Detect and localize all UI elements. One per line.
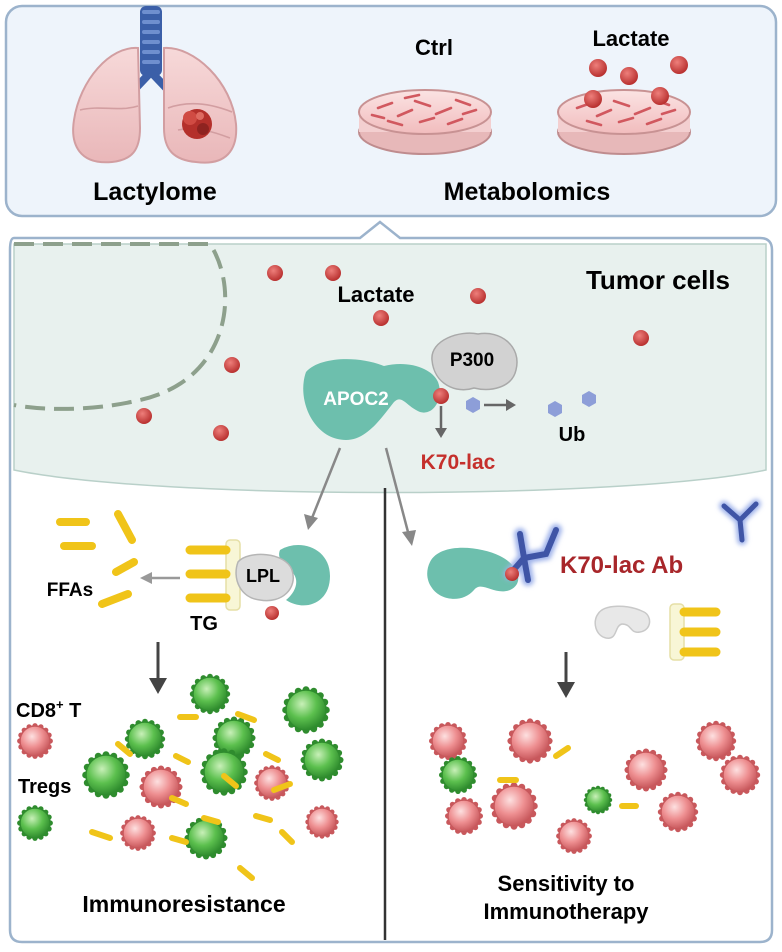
k70-lac-label: K70-lac <box>421 451 496 474</box>
tregs-label: Tregs <box>18 776 71 798</box>
treg-cell <box>120 815 156 851</box>
free-lpl-icon <box>594 605 651 639</box>
immune-cells-left <box>17 673 344 860</box>
k70-lac-ab-label: K70-lac Ab <box>560 552 683 579</box>
sensitivity-label-line2: Immunotherapy <box>483 899 649 924</box>
cd8-t-cell <box>17 805 53 841</box>
p300-label: P300 <box>450 350 494 371</box>
branch-arrows <box>304 447 416 546</box>
lactate-molecules <box>136 265 649 441</box>
treg-cell <box>695 720 737 762</box>
lactylome-label: Lactylome <box>93 178 217 206</box>
down-arrow-left <box>149 642 167 694</box>
apoc2-label: APOC2 <box>323 389 388 410</box>
ffa-fragments-right <box>497 745 639 809</box>
cd8-t-cell <box>583 785 613 815</box>
k70-arrow <box>435 406 447 438</box>
tg-label: TG <box>190 613 218 635</box>
treg-cell <box>507 718 553 764</box>
treg-cell <box>429 722 467 760</box>
cd8-t-cell <box>439 756 477 794</box>
immunoresistance-label: Immunoresistance <box>82 891 285 917</box>
lactate-label: Lactate <box>337 282 414 307</box>
ub-label: Ub <box>559 424 586 446</box>
left-panel: FFAs TG LPL CD8+ T Tregs <box>16 510 344 917</box>
cd8-t-cell <box>189 673 231 715</box>
tumor-cells-title: Tumor cells <box>586 265 730 295</box>
cd8-t-cell <box>184 816 228 860</box>
top-panel: Lactylome Ctrl <box>4 4 778 218</box>
ub-arrow <box>466 397 516 413</box>
cd8-t-cell <box>282 686 330 734</box>
lung-icon <box>72 6 238 164</box>
sensitivity-label-line1: Sensitivity to <box>498 871 635 896</box>
metabolomics-label: Metabolomics <box>444 178 611 206</box>
cd8-t-cell <box>300 738 344 782</box>
ffa-arrow <box>140 572 180 584</box>
treg-cell <box>719 754 761 796</box>
ub-icons <box>548 391 596 417</box>
ffa-fragments-left <box>89 711 295 881</box>
cd8-t-cell <box>200 748 248 796</box>
lpl-protein: LPL <box>235 545 330 620</box>
lactate-molecules-top <box>584 56 688 108</box>
treg-cell <box>657 791 699 833</box>
lactate-dish-label: Lactate <box>592 26 669 51</box>
ffa-molecules <box>56 510 138 608</box>
lactyl-group <box>433 388 449 404</box>
tg-lipid <box>185 539 241 611</box>
lpl-label: LPL <box>246 566 280 586</box>
ffas-label: FFAs <box>47 580 93 601</box>
down-arrow-right <box>557 652 575 698</box>
free-tg-icon <box>669 603 721 661</box>
treg-cell <box>17 723 53 759</box>
cd8-label: CD8+ T <box>16 697 81 722</box>
tumor-cell-panel: Tumor cells Lactate APOC2 P300 <box>136 265 730 546</box>
free-antibody-icon <box>719 499 761 545</box>
treg-cell <box>445 797 483 835</box>
tumor-icon <box>182 109 212 139</box>
immune-cells-right <box>429 718 761 854</box>
treg-cell <box>305 805 339 839</box>
cd8-t-cell <box>124 718 166 760</box>
p300-protein: P300 <box>431 332 518 391</box>
cd8-t-cell <box>82 751 130 799</box>
lactate-dish-icon <box>557 89 691 155</box>
treg-cell <box>624 748 668 792</box>
ctrl-dish-icon <box>358 89 492 155</box>
ctrl-label: Ctrl <box>415 35 453 60</box>
right-panel: K70-lac Ab <box>427 499 761 924</box>
apoc2-protein: APOC2 <box>303 359 440 440</box>
treg-cell <box>490 782 538 830</box>
treg-cell <box>556 818 592 854</box>
apoc2-antibody-complex <box>427 524 562 599</box>
